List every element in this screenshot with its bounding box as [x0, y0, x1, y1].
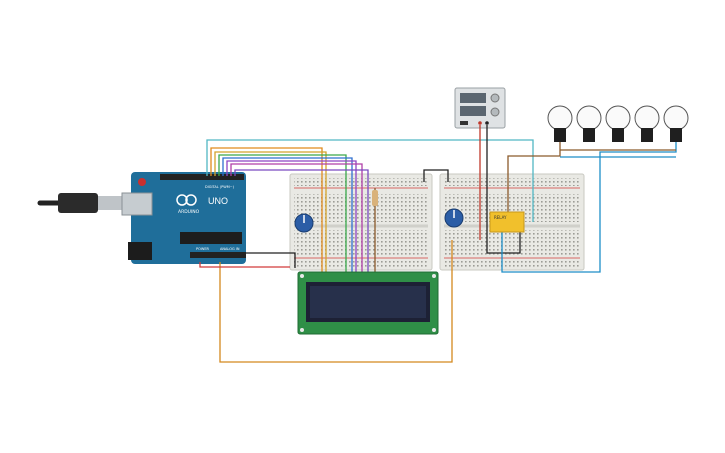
usb-cable	[37, 193, 123, 213]
arduino-brand-text: ARDUINO	[178, 209, 200, 215]
signal-wires	[199, 125, 677, 363]
potentiometer-right[interactable]	[444, 208, 464, 228]
bulb-1	[547, 105, 573, 142]
relay-module[interactable]: RELAY	[489, 211, 525, 233]
bulb-4	[634, 105, 660, 142]
bulb-3	[605, 105, 631, 142]
arduino-digital-label: DIGITAL (PWM~)	[205, 185, 235, 189]
arduino-power-label: POWER	[196, 247, 210, 251]
lcd-display[interactable]	[297, 271, 439, 335]
bulb-2	[576, 105, 602, 142]
resistor	[372, 190, 378, 206]
arduino-analog-label: ANALOG IN	[220, 247, 240, 251]
bulb-5	[663, 105, 689, 142]
arduino-model-text: UNO	[208, 196, 228, 206]
reset-button-icon[interactable]	[138, 178, 146, 186]
power-supply[interactable]	[454, 87, 506, 129]
arduino-board[interactable]: ARDUINO UNO DIGITAL (PWM~) POWER ANALOG …	[121, 172, 246, 264]
relay-label: RELAY	[494, 215, 507, 220]
potentiometer-left[interactable]	[294, 213, 314, 233]
